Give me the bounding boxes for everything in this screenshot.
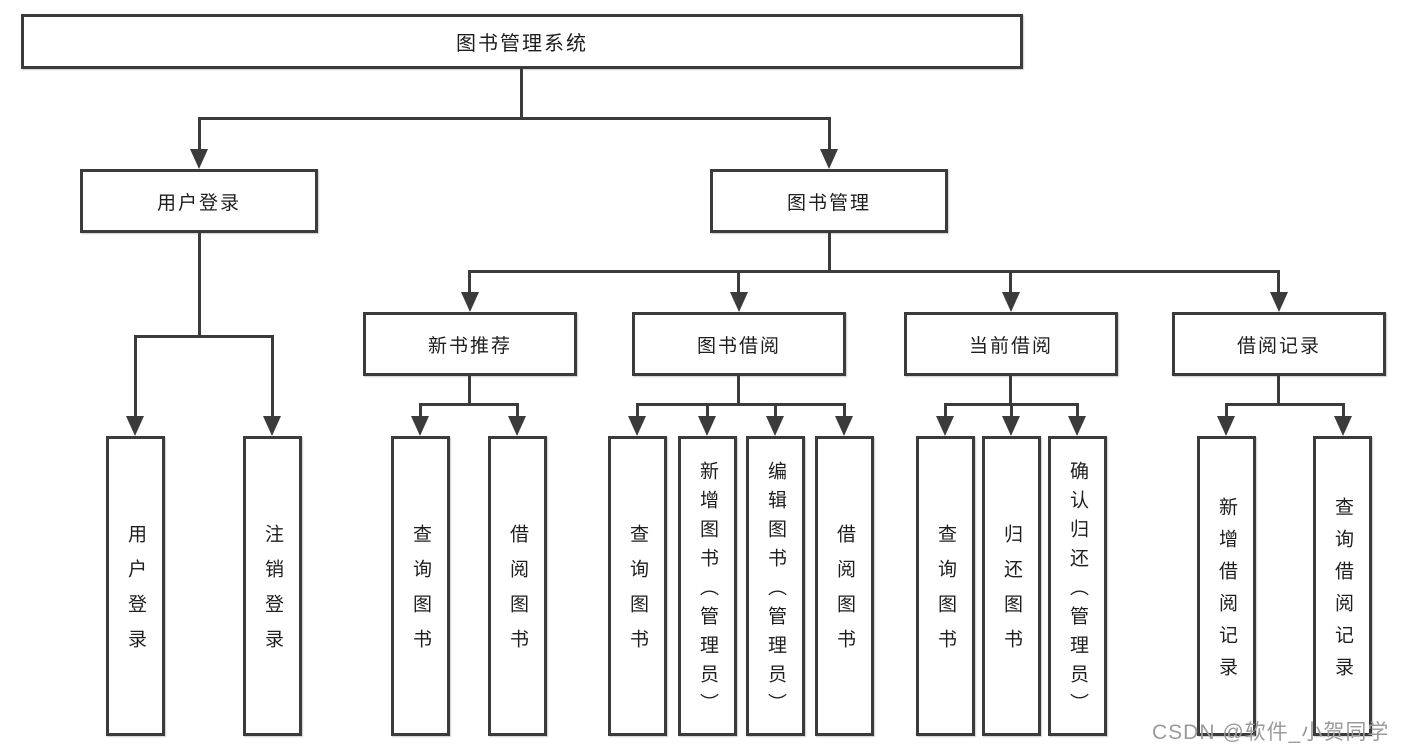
connector-line xyxy=(706,403,709,418)
node-library-system: 图书管理系统 xyxy=(21,14,1023,69)
arrowhead-down-icon xyxy=(190,149,208,169)
connector-line xyxy=(271,335,274,418)
arrowhead-down-icon xyxy=(1002,292,1020,312)
connector-line xyxy=(1010,403,1013,418)
connector-line xyxy=(1076,403,1079,418)
leaf-borrow-edit-books-admin: 编辑图书（管理员） xyxy=(746,436,805,736)
connector-line xyxy=(737,270,740,294)
connector-line xyxy=(134,335,274,338)
connector-line xyxy=(1277,376,1280,405)
arrowhead-down-icon xyxy=(835,416,853,436)
arrowhead-down-icon xyxy=(698,416,716,436)
leaf-newbook-borrow-books: 借阅图书 xyxy=(488,436,547,736)
connector-line xyxy=(828,233,831,273)
leaf-borrow-borrow-books: 借阅图书 xyxy=(815,436,874,736)
connector-line xyxy=(198,117,831,120)
node-borrowing-records: 借阅记录 xyxy=(1172,312,1386,376)
connector-line xyxy=(843,403,846,418)
arrowhead-down-icon xyxy=(628,416,646,436)
connector-line xyxy=(1009,376,1012,405)
connector-line xyxy=(134,335,137,418)
connector-line xyxy=(419,403,519,406)
leaf-records-add-record: 新增借阅记录 xyxy=(1197,436,1256,736)
connector-line xyxy=(737,376,740,405)
node-new-book-recommend: 新书推荐 xyxy=(363,312,577,376)
arrowhead-down-icon xyxy=(820,149,838,169)
connector-line xyxy=(419,403,422,418)
arrowhead-down-icon xyxy=(1068,416,1086,436)
leaf-current-confirm-return-admin: 确认归还（管理员） xyxy=(1048,436,1107,736)
arrowhead-down-icon xyxy=(730,292,748,312)
csdn-watermark: CSDN @软件_小贺同学 xyxy=(1152,721,1390,744)
connector-line xyxy=(944,403,947,418)
connector-line xyxy=(198,117,201,153)
arrowhead-down-icon xyxy=(126,416,144,436)
node-user-login: 用户登录 xyxy=(80,169,318,233)
leaf-borrow-query-books: 查询图书 xyxy=(608,436,667,736)
arrowhead-down-icon xyxy=(411,416,429,436)
connector-line xyxy=(636,403,639,418)
connector-line xyxy=(198,233,201,337)
leaf-user-login: 用户登录 xyxy=(106,436,165,736)
connector-line xyxy=(1225,403,1228,418)
arrowhead-down-icon xyxy=(1217,416,1235,436)
connector-line xyxy=(1009,270,1012,294)
arrowhead-down-icon xyxy=(1002,416,1020,436)
arrowhead-down-icon xyxy=(508,416,526,436)
connector-line xyxy=(828,117,831,153)
arrowhead-down-icon xyxy=(461,292,479,312)
arrowhead-down-icon xyxy=(1270,292,1288,312)
connector-line xyxy=(1342,403,1345,418)
arrowhead-down-icon xyxy=(936,416,954,436)
arrowhead-down-icon xyxy=(1334,416,1352,436)
leaf-newbook-query-books: 查询图书 xyxy=(391,436,450,736)
node-current-borrowing: 当前借阅 xyxy=(904,312,1118,376)
connector-line xyxy=(520,69,523,120)
arrowhead-down-icon xyxy=(263,416,281,436)
leaf-current-return-books: 归还图书 xyxy=(982,436,1041,736)
connector-line xyxy=(774,403,777,418)
connector-line xyxy=(1277,270,1280,294)
leaf-current-query-books: 查询图书 xyxy=(916,436,975,736)
node-book-borrowing: 图书借阅 xyxy=(632,312,846,376)
leaf-borrow-add-books-admin: 新增图书（管理员） xyxy=(678,436,737,736)
node-book-management: 图书管理 xyxy=(710,169,948,233)
connector-line xyxy=(468,376,471,405)
connector-line xyxy=(468,270,1280,273)
connector-line xyxy=(1225,403,1345,406)
arrowhead-down-icon xyxy=(766,416,784,436)
connector-line xyxy=(516,403,519,418)
connector-line xyxy=(468,270,471,294)
leaf-records-query-record: 查询借阅记录 xyxy=(1313,436,1372,736)
connector-line xyxy=(636,403,846,406)
leaf-logout-login: 注销登录 xyxy=(243,436,302,736)
